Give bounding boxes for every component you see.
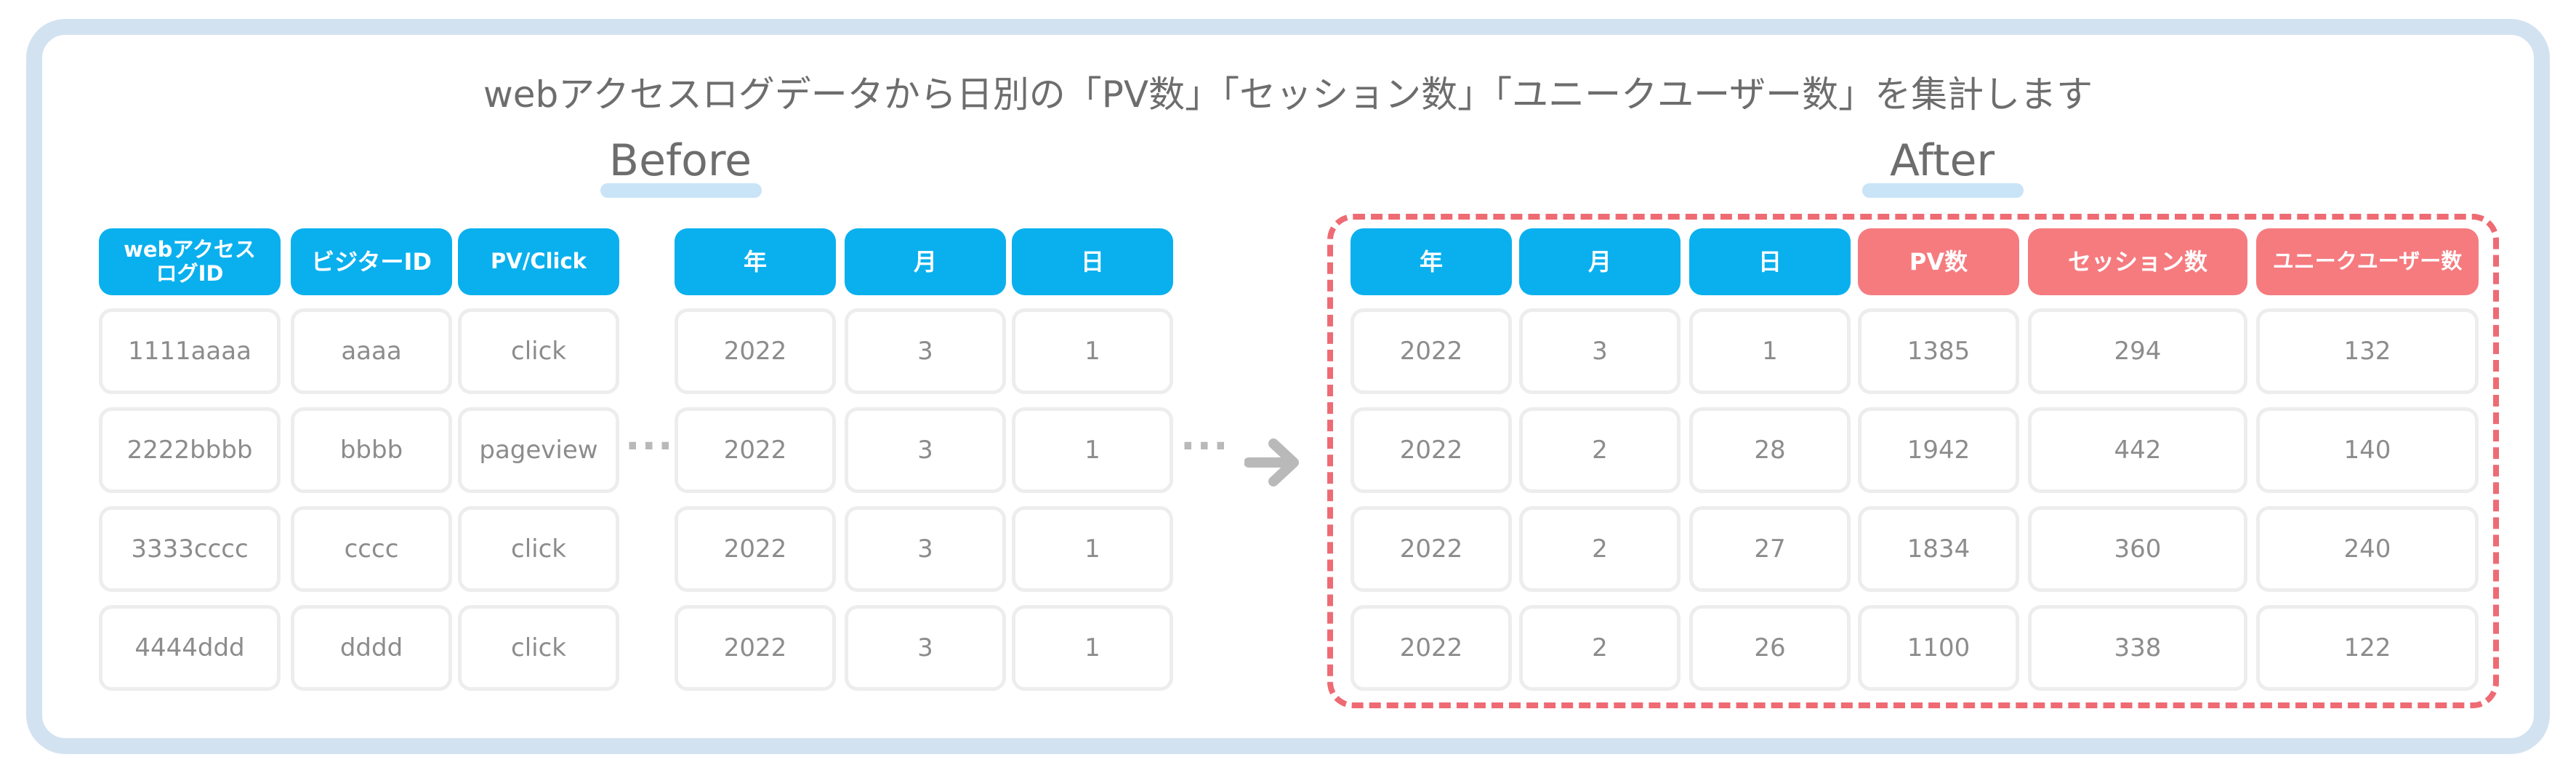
before-date-cell-r3-c0: 2022 <box>675 605 836 691</box>
before-date-cell-r2-c1: 3 <box>845 506 1006 592</box>
before-log-cell-r3-c1: dddd <box>291 605 452 691</box>
after-cell-r2-c1: 2 <box>1519 506 1681 592</box>
after-cell-r0-c0: 2022 <box>1351 308 1512 394</box>
after-header-5: ユニークユーザー数 <box>2256 228 2479 295</box>
after-cell-r3-c4: 338 <box>2028 605 2247 691</box>
before-date-cell-r3-c1: 3 <box>845 605 1006 691</box>
after-cell-r2-c2: 27 <box>1689 506 1851 592</box>
after-cell-r3-c5: 122 <box>2256 605 2479 691</box>
before-log-cell-r0-c2: click <box>458 308 619 394</box>
before-log-cell-r1-c0: 2222bbbb <box>99 407 281 493</box>
before-date-header-2: 日 <box>1012 228 1173 295</box>
after-header-1: 月 <box>1519 228 1681 295</box>
arrow-right-icon <box>1244 438 1299 486</box>
after-underline <box>1862 183 2024 198</box>
before-log-cell-r1-c2: pageview <box>458 407 619 493</box>
before-log-header-2: PV/Click <box>458 228 619 295</box>
after-highlight-box <box>1327 214 2499 708</box>
after-cell-r2-c0: 2022 <box>1351 506 1512 592</box>
before-date-header-1: 月 <box>845 228 1006 295</box>
before-log-cell-r2-c0: 3333cccc <box>99 506 281 592</box>
after-cell-r0-c1: 3 <box>1519 308 1681 394</box>
after-cell-r1-c1: 2 <box>1519 407 1681 493</box>
after-cell-r0-c2: 1 <box>1689 308 1851 394</box>
after-cell-r3-c3: 1100 <box>1858 605 2019 691</box>
before-date-cell-r2-c2: 1 <box>1012 506 1173 592</box>
after-cell-r2-c5: 240 <box>2256 506 2479 592</box>
after-cell-r1-c2: 28 <box>1689 407 1851 493</box>
after-cell-r1-c0: 2022 <box>1351 407 1512 493</box>
before-date-cell-r3-c2: 1 <box>1012 605 1173 691</box>
before-date-cell-r0-c1: 3 <box>845 308 1006 394</box>
after-cell-r0-c4: 294 <box>2028 308 2247 394</box>
before-log-cell-r2-c1: cccc <box>291 506 452 592</box>
after-cell-r2-c3: 1834 <box>1858 506 2019 592</box>
after-cell-r3-c0: 2022 <box>1351 605 1512 691</box>
after-cell-r1-c4: 442 <box>2028 407 2247 493</box>
after-header-2: 日 <box>1689 228 1851 295</box>
before-log-cell-r1-c1: bbbb <box>291 407 452 493</box>
before-date-cell-r0-c2: 1 <box>1012 308 1173 394</box>
before-log-cell-r0-c1: aaaa <box>291 308 452 394</box>
before-log-header-0: webアクセス ログID <box>99 228 281 295</box>
before-date-cell-r1-c0: 2022 <box>675 407 836 493</box>
before-log-cell-r3-c0: 4444ddd <box>99 605 281 691</box>
after-cell-r3-c2: 26 <box>1689 605 1851 691</box>
after-cell-r0-c5: 132 <box>2256 308 2479 394</box>
before-date-cell-r1-c2: 1 <box>1012 407 1173 493</box>
after-cell-r1-c5: 140 <box>2256 407 2479 493</box>
after-label: After <box>1889 135 1995 186</box>
connector-ellipsis: ··· <box>1180 423 1230 469</box>
before-ellipsis: ··· <box>625 423 675 469</box>
after-cell-r2-c4: 360 <box>2028 506 2247 592</box>
before-date-cell-r1-c1: 3 <box>845 407 1006 493</box>
before-label: Before <box>608 135 752 186</box>
before-log-cell-r0-c0: 1111aaaa <box>99 308 281 394</box>
after-cell-r1-c3: 1942 <box>1858 407 2019 493</box>
before-date-cell-r0-c0: 2022 <box>675 308 836 394</box>
before-date-cell-r2-c0: 2022 <box>675 506 836 592</box>
headline: webアクセスログデータから日別の「PV数」「セッション数」「ユニークユーザー数… <box>483 73 2093 116</box>
after-header-4: セッション数 <box>2028 228 2247 295</box>
before-log-header-1: ビジターID <box>291 228 452 295</box>
before-log-cell-r2-c2: click <box>458 506 619 592</box>
before-log-cell-r3-c2: click <box>458 605 619 691</box>
before-underline <box>600 183 762 198</box>
before-date-header-0: 年 <box>675 228 836 295</box>
after-cell-r3-c1: 2 <box>1519 605 1681 691</box>
after-cell-r0-c3: 1385 <box>1858 308 2019 394</box>
after-header-0: 年 <box>1351 228 1512 295</box>
after-header-3: PV数 <box>1858 228 2019 295</box>
